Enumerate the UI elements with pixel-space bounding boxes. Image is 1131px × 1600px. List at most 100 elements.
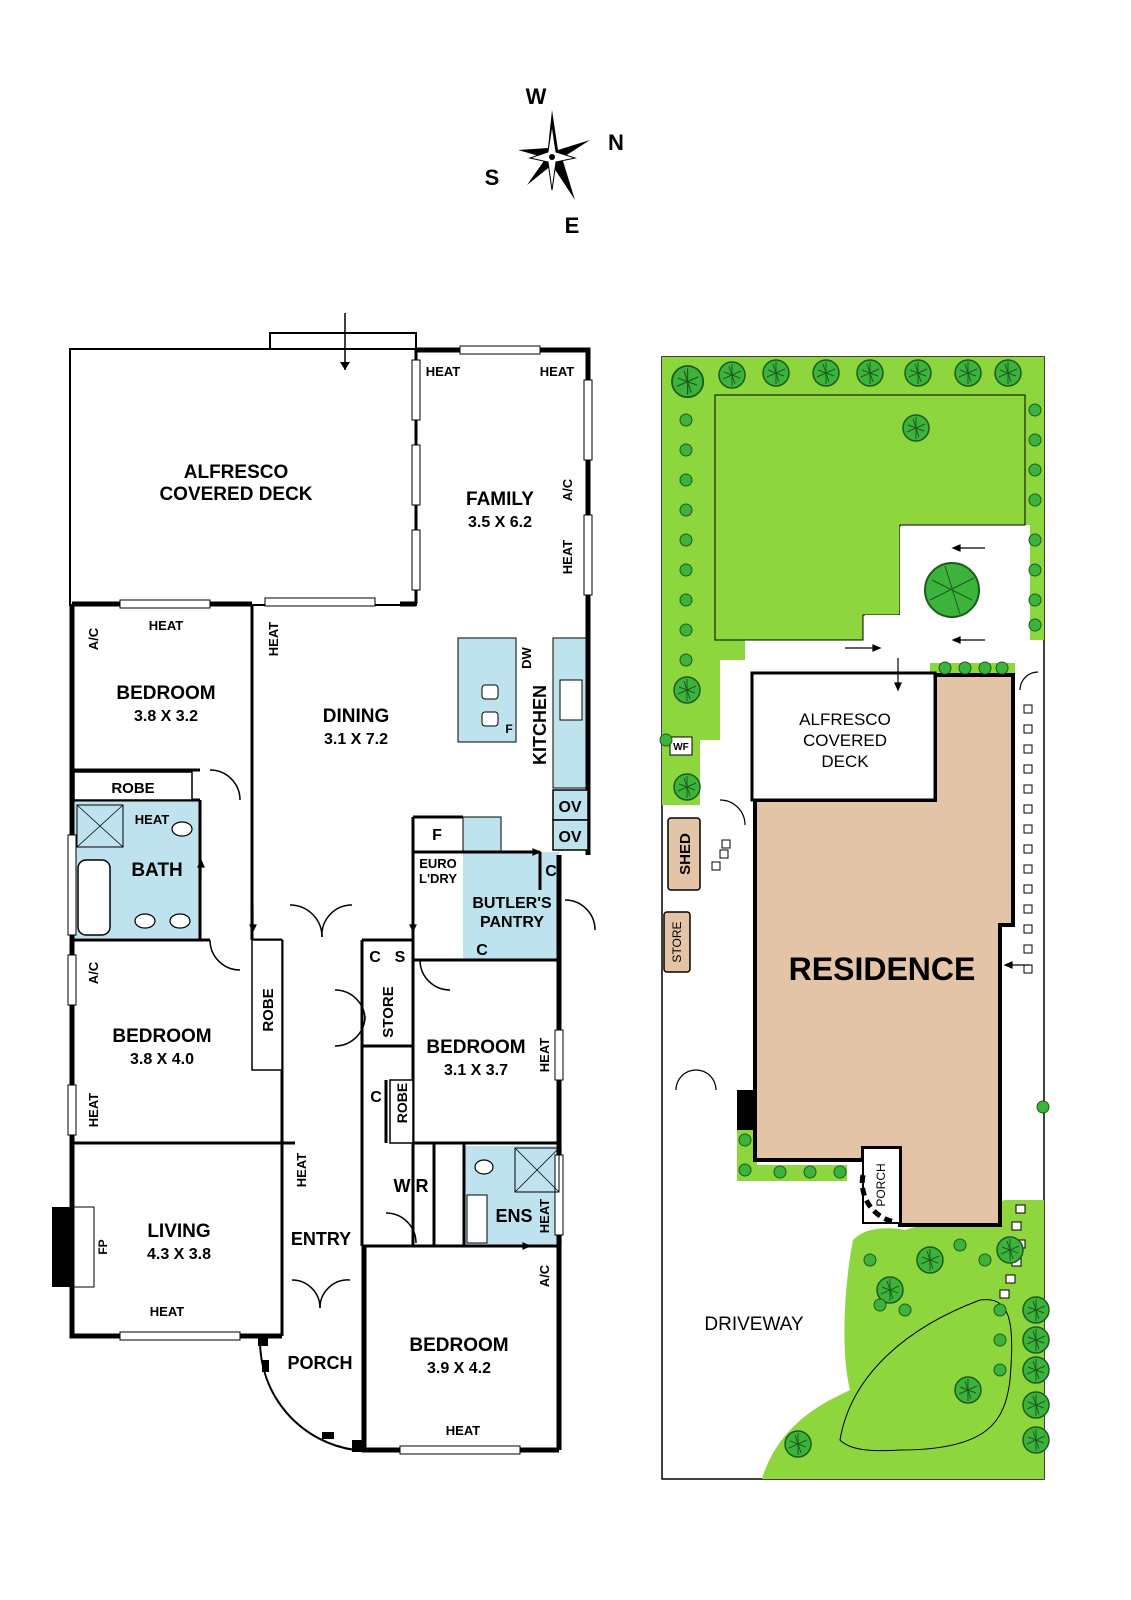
porch-curve [258,1339,356,1451]
oven-label: OV [558,799,581,816]
store-building [663,911,691,973]
bedroom2-dims: 3.8 X 4.0 [130,1051,194,1068]
floor-plan: ALFRESCO COVERED DECK FAMILY 3.5 X 6.2 B… [52,313,596,1455]
heat-label: HEAT [540,364,574,379]
windows [67,345,593,1455]
bathtub-icon [77,859,111,936]
ldry-label: L'DRY [419,871,457,886]
heat-label: HEAT [266,622,281,656]
heat-label: HEAT [149,618,183,633]
alfresco-label: ALFRESCO [184,462,289,483]
family-dims: 3.5 X 6.2 [468,514,532,531]
laundry-area [462,816,502,853]
ac-label: A/C [86,961,101,984]
site-alfresco-label-2: COVERED [803,731,887,750]
heat-label: HEAT [446,1423,480,1438]
stepping-stones [711,704,1033,1299]
compass-west: W [526,84,547,109]
basin-icon-2 [169,913,191,929]
ens-toilet-icon [474,1159,494,1175]
oven-label: OV [558,829,581,846]
alfresco-label-2: COVERED DECK [159,484,312,505]
fridge-label: F [505,722,512,736]
wf-box [669,736,693,756]
ens-label: ENS [495,1206,532,1226]
dw-label: DW [519,646,534,668]
basin-icon [134,913,156,929]
bedroom4-label: BEDROOM [409,1335,508,1356]
heat-label: HEAT [135,812,169,827]
compass-east: E [565,213,580,238]
heat-label: HEAT [86,1093,101,1127]
cupboard-label: C [369,949,381,966]
ens-shower-icon [514,1147,560,1193]
alfresco-roof-edge [269,332,417,350]
driveway-label: DRIVEWAY [704,1314,804,1335]
living-label: LIVING [147,1221,210,1242]
pantry-area [463,852,559,960]
ac-label: A/C [86,627,101,650]
shed-label: SHED [677,833,694,875]
shed-building [667,817,701,891]
porch-label: PORCH [287,1353,352,1373]
alfresco-site-deck [750,671,937,802]
kitchen-label: KITCHEN [530,685,550,765]
wir-label: WIR [394,1176,429,1196]
butlers-label: BUTLER'S [472,895,552,912]
bath-label: BATH [131,860,182,881]
bedroom1-dims: 3.8 X 3.2 [134,708,198,725]
wf-label: WF [673,742,689,753]
robe-bedroom2 [251,939,283,1071]
porch-site-label: PORCH [874,1163,888,1206]
fireplace-label: FP [96,1239,110,1254]
robe-bedroom1 [73,771,193,801]
site-alfresco-label: ALFRESCO [799,710,891,729]
robe1-label: ROBE [111,780,154,797]
store-label: STORE [380,986,397,1037]
ac-label: A/C [537,1264,552,1287]
fixture-labels: HEAT HEAT HEAT HEAT HEAT HEAT HEAT HEAT … [86,364,582,1438]
bedroom3-label: BEDROOM [426,1037,525,1058]
ac-label: A/C [560,478,575,501]
bedroom2-label: BEDROOM [112,1026,211,1047]
dining-dims: 3.1 X 7.2 [324,731,388,748]
robe3-label: ROBE [394,1083,410,1123]
sink-icon [559,679,583,721]
store-site-label: STORE [670,921,684,962]
entry-label: ENTRY [291,1229,351,1249]
residence-label: RESIDENCE [789,951,976,987]
heat-label: HEAT [294,1153,309,1187]
cupboard-label: C [370,1089,382,1106]
dining-label: DINING [323,706,390,727]
fridge-label: F [432,827,442,844]
cupboard-label: C [545,863,557,880]
compass-rose: W N S E [485,84,624,238]
heat-label: HEAT [150,1304,184,1319]
fireplace-icon [52,1207,74,1287]
compass-north: N [608,130,624,155]
site-alfresco-label-3: DECK [821,752,869,771]
pantry-label: PANTRY [480,914,544,931]
shelf-label: S [395,949,406,966]
ens-vanity-icon [466,1194,488,1244]
family-label: FAMILY [466,489,534,510]
heat-label: HEAT [560,540,575,574]
compass-south: S [485,165,500,190]
bedroom3-dims: 3.1 X 3.7 [444,1062,508,1079]
bedroom1-label: BEDROOM [116,683,215,704]
heat-label: HEAT [537,1038,552,1072]
robe2-label: ROBE [260,988,277,1031]
living-dims: 4.3 X 3.8 [147,1246,211,1263]
cupboard-label: C [476,942,488,959]
bedroom4-dims: 3.9 X 4.2 [427,1360,491,1377]
heat-label: HEAT [537,1199,552,1233]
robe-bedroom3 [389,1079,414,1144]
toilet-icon [171,821,193,837]
euro-label: EURO [419,856,457,871]
porch-site [862,1147,901,1224]
site-plan: RESIDENCE ALFRESCO COVERED DECK SHED STO… [659,356,1050,1480]
heat-label: HEAT [426,364,460,379]
door-swings [209,769,596,1309]
shower-icon [76,804,124,848]
